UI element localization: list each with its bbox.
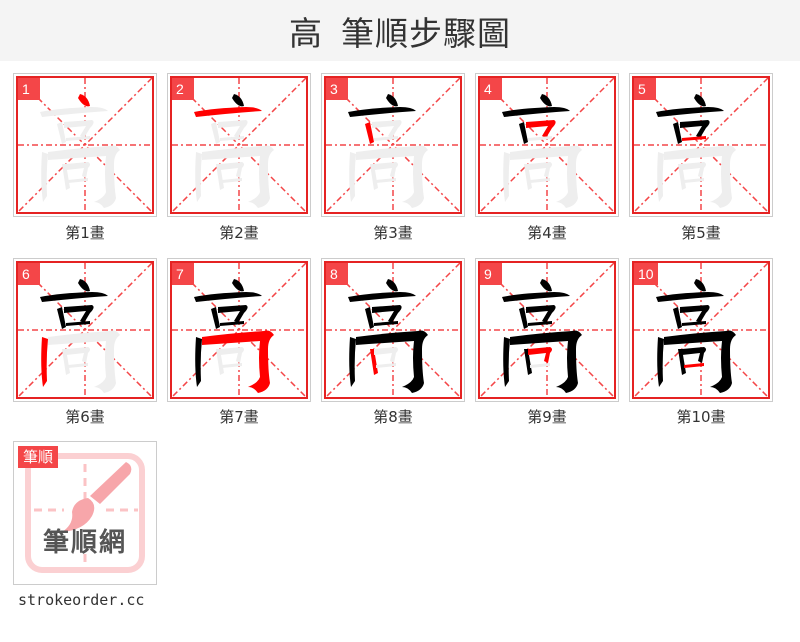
character-glyph-icon — [502, 279, 582, 393]
title-text: 筆順步驟圖 — [341, 13, 511, 53]
stroke-step-card[interactable]: 1 — [13, 73, 157, 217]
page-title: 高筆順步驟圖 — [289, 7, 511, 55]
grid-guide-icon — [480, 263, 614, 397]
grid-guide-icon — [172, 78, 306, 212]
character-glyph-icon — [656, 279, 736, 393]
grid-guide-icon — [326, 263, 460, 397]
character-glyph-icon — [194, 94, 274, 208]
step-caption: 第2畫 — [219, 224, 259, 242]
stroke-step-frame: 7 — [170, 261, 308, 399]
character-glyph-icon — [502, 94, 582, 208]
stroke-step-frame: 8 — [324, 261, 462, 399]
site-logo[interactable]: 筆順 筆順網 — [13, 441, 157, 585]
site-url[interactable]: strokeorder.cc — [18, 591, 145, 609]
logo-tag: 筆順 — [18, 446, 59, 468]
step-number-badge: 1 — [18, 78, 40, 100]
page-header: 高筆順步驟圖 — [0, 0, 800, 61]
step-number-badge: 9 — [480, 263, 502, 285]
stroke-step-card[interactable]: 5 — [629, 73, 773, 217]
stroke-step-frame: 9 — [478, 261, 616, 399]
character-glyph-icon — [40, 279, 120, 393]
stroke-step-frame: 3 — [324, 76, 462, 214]
step-number-badge: 10 — [634, 263, 658, 285]
stroke-step-card[interactable]: 7 — [167, 258, 311, 402]
stroke-step-card[interactable]: 3 — [321, 73, 465, 217]
character-glyph-icon — [40, 94, 120, 208]
stroke-step-frame: 4 — [478, 76, 616, 214]
step-caption: 第10畫 — [676, 408, 726, 426]
stroke-step-frame: 10 — [632, 261, 770, 399]
step-caption: 第3畫 — [373, 224, 413, 242]
grid-guide-icon — [172, 263, 306, 397]
stroke-step-frame: 6 — [16, 261, 154, 399]
stroke-step-card[interactable]: 6 — [13, 258, 157, 402]
step-caption: 第7畫 — [219, 408, 259, 426]
grid-guide-icon — [634, 78, 768, 212]
step-number-badge: 6 — [18, 263, 40, 285]
character-glyph-icon — [194, 279, 274, 393]
step-number-badge: 5 — [634, 78, 656, 100]
step-number-badge: 2 — [172, 78, 194, 100]
stroke-step-frame: 5 — [632, 76, 770, 214]
step-number-badge: 4 — [480, 78, 502, 100]
character-glyph-icon — [656, 94, 736, 208]
step-caption: 第9畫 — [527, 408, 567, 426]
stroke-step-frame: 2 — [170, 76, 308, 214]
step-number-badge: 8 — [326, 263, 348, 285]
step-number-badge: 3 — [326, 78, 348, 100]
stroke-step-card[interactable]: 8 — [321, 258, 465, 402]
step-caption: 第1畫 — [65, 224, 105, 242]
step-caption: 第8畫 — [373, 408, 413, 426]
title-character: 高 — [289, 13, 323, 53]
logo-name: 筆順網 — [42, 528, 127, 558]
grid-guide-icon — [480, 78, 614, 212]
grid-guide-icon — [18, 263, 152, 397]
grid-guide-icon — [634, 263, 768, 397]
step-number-badge: 7 — [172, 263, 194, 285]
stroke-step-card[interactable]: 4 — [475, 73, 619, 217]
step-caption: 第6畫 — [65, 408, 105, 426]
stroke-step-card[interactable]: 10 — [629, 258, 773, 402]
character-glyph-icon — [348, 94, 428, 208]
brush-icon — [25, 453, 145, 573]
grid-guide-icon — [326, 78, 460, 212]
stroke-step-frame: 1 — [16, 76, 154, 214]
grid-guide-icon — [18, 78, 152, 212]
stroke-step-card[interactable]: 2 — [167, 73, 311, 217]
step-caption: 第4畫 — [527, 224, 567, 242]
stroke-step-card[interactable]: 9 — [475, 258, 619, 402]
character-glyph-icon — [348, 279, 428, 393]
step-caption: 第5畫 — [681, 224, 721, 242]
